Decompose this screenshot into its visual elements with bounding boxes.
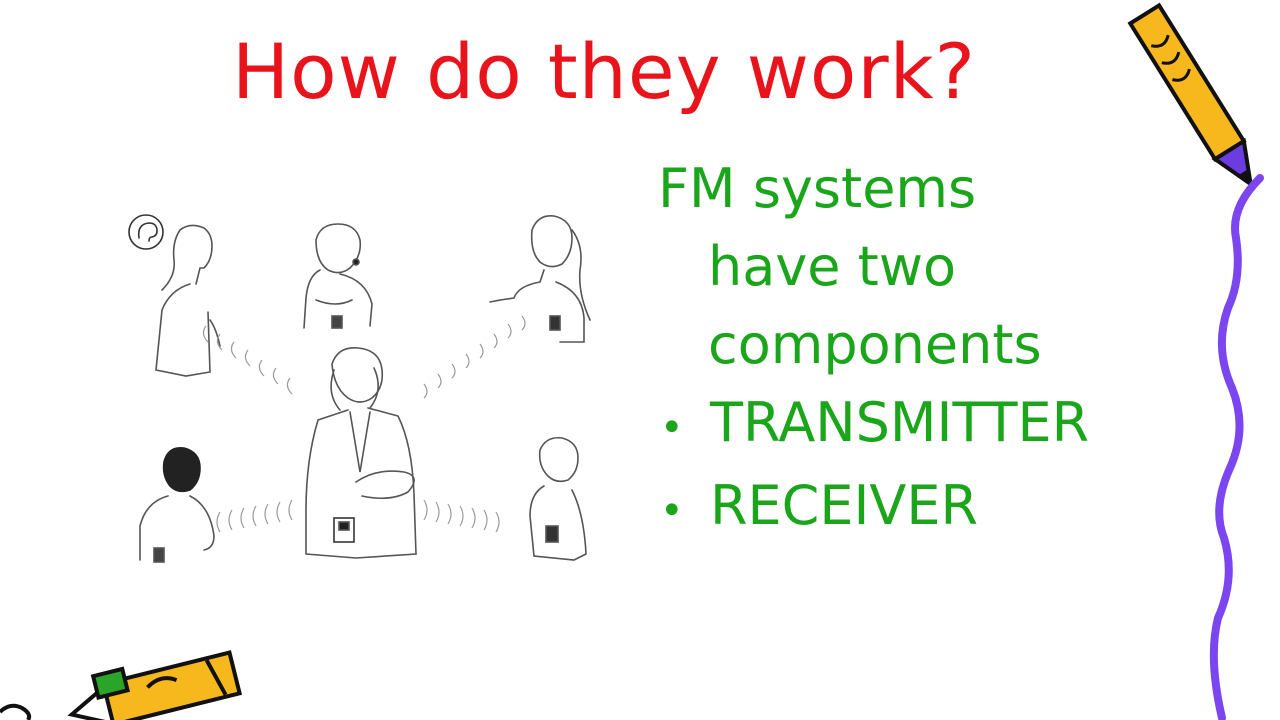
slide-body: FM systems have two components • TRANSMI… [658, 150, 1218, 550]
student-listener-4 [139, 446, 215, 563]
ear-icon [128, 214, 164, 250]
radio-waves-lower-right [423, 499, 500, 533]
bullet-transmitter: • TRANSMITTER [658, 384, 1218, 467]
pencil-icon [0, 650, 243, 720]
bullet-glyph: • [660, 405, 684, 451]
student-listener-5 [529, 436, 587, 561]
teacher-with-transmitter [305, 347, 417, 559]
body-line-2: have two [708, 235, 957, 298]
body-line-1: FM systems [658, 157, 977, 220]
pencil-icon [1127, 2, 1254, 189]
fm-system-illustration [128, 214, 591, 563]
student-listener-1 [155, 224, 221, 377]
radio-waves-upper-right [423, 315, 526, 399]
slide-title: How do they work? [232, 27, 976, 116]
body-line-3: components [708, 313, 1042, 376]
student-listener-3 [489, 214, 591, 343]
radio-waves-lower-left [216, 499, 293, 533]
decorative-squiggle [1209, 174, 1264, 720]
bullet-glyph: • [660, 488, 684, 534]
bullet-text: TRANSMITTER [710, 391, 1090, 454]
student-listener-2 [303, 223, 373, 329]
bullet-receiver: • RECEIVER [658, 467, 1218, 550]
radio-waves-upper-left [202, 325, 293, 395]
bullet-text: RECEIVER [710, 474, 978, 537]
